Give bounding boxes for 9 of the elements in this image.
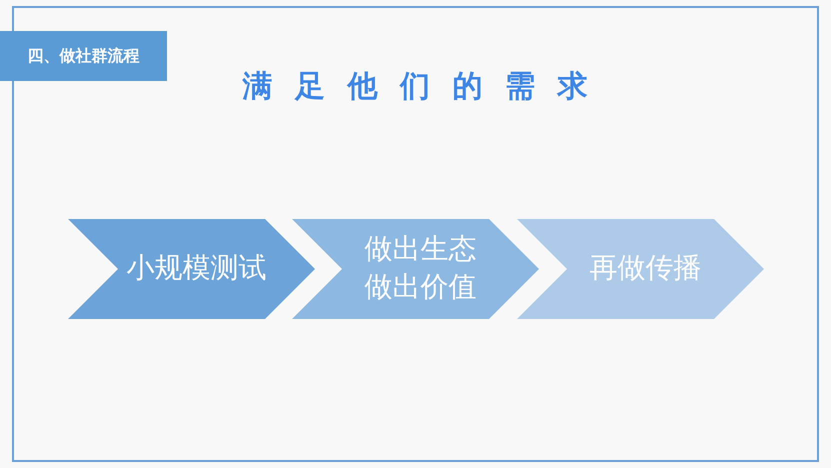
section-tag: 四、做社群流程 [0, 31, 167, 81]
chevron-step [68, 219, 315, 319]
step-text: 做出价值 [364, 271, 476, 305]
title: 满足他们的需求 [241, 68, 611, 106]
step-text: 做出生态 [364, 233, 476, 267]
step-text: 小规模测试 [126, 252, 266, 286]
chevron-step [292, 219, 539, 319]
step-text: 再做传播 [590, 252, 702, 286]
chevron-step [517, 219, 764, 319]
